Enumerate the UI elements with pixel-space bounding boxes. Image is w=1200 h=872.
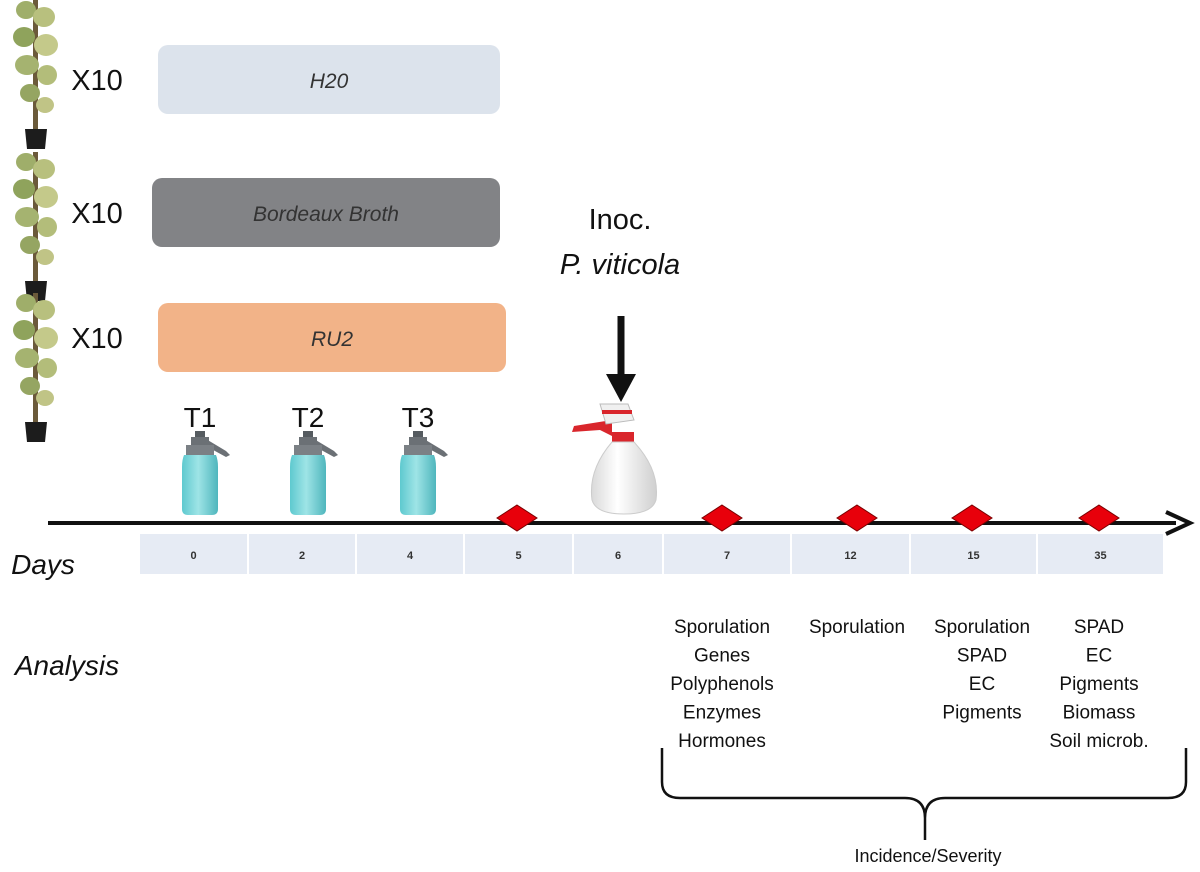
- analysis-item: Polyphenols: [670, 674, 774, 695]
- replicate-count: X10: [71, 65, 123, 97]
- analysis-item: SPAD: [957, 646, 1007, 667]
- analysis-item: Sporulation: [674, 617, 770, 638]
- day-tick-label: 4: [407, 550, 414, 562]
- day-tick-label: 7: [724, 550, 730, 562]
- day-cell: [792, 534, 909, 574]
- analysis-item: Pigments: [942, 703, 1021, 724]
- sampling-marker: [836, 504, 878, 532]
- day-tick-label: 12: [844, 550, 856, 562]
- day-cell: [249, 534, 355, 574]
- treatment-bar: [158, 303, 506, 372]
- day-cell: [574, 534, 662, 574]
- bracket-label: Incidence/Severity: [854, 846, 1001, 866]
- analysis-item: Hormones: [678, 731, 766, 752]
- day-cell: [357, 534, 463, 574]
- days-axis-label: Days: [11, 549, 75, 580]
- inoculation-label: Inoc.: [589, 204, 652, 236]
- analysis-item: EC: [1086, 646, 1112, 667]
- grapevine-plant-icon: [13, 152, 58, 301]
- day-cell: [664, 534, 790, 574]
- day-tick-label: 5: [515, 550, 521, 562]
- analysis-item: Sporulation: [809, 617, 905, 638]
- analysis-item: Soil microb.: [1049, 731, 1148, 752]
- sampling-marker: [496, 504, 538, 532]
- treatment-label: RU2: [311, 328, 353, 351]
- treatment-bar: [152, 178, 500, 247]
- treatment-label: Bordeaux Broth: [253, 203, 399, 226]
- grapevine-plant-icon: [13, 0, 58, 149]
- day-cell: [911, 534, 1036, 574]
- trigger-sprayer-icon: [572, 403, 658, 515]
- replicate-count: X10: [71, 198, 123, 230]
- spray-timepoint-label: T3: [402, 402, 435, 433]
- day-tick-label: 2: [299, 550, 305, 562]
- day-tick-label: 15: [967, 550, 979, 562]
- day-tick-label: 0: [190, 550, 196, 562]
- sampling-marker: [1078, 504, 1120, 532]
- day-cell: [1038, 534, 1163, 574]
- spray-timepoint-label: T2: [292, 402, 325, 433]
- analysis-item: EC: [969, 674, 995, 695]
- analysis-item: SPAD: [1074, 617, 1124, 638]
- analysis-label: Analysis: [13, 650, 119, 681]
- treatment-bar: [158, 45, 500, 114]
- day-cell: [140, 534, 247, 574]
- analysis-item: Sporulation: [934, 617, 1030, 638]
- sampling-marker: [701, 504, 743, 532]
- inoculation-arrow-head: [606, 374, 636, 402]
- spray-timepoint-label: T1: [184, 402, 217, 433]
- pressure-sprayer-icon: [400, 431, 448, 515]
- analysis-bracket: [660, 748, 1188, 840]
- replicate-count: X10: [71, 323, 123, 355]
- day-cell: [465, 534, 572, 574]
- day-tick-label: 35: [1094, 550, 1106, 562]
- analysis-item: Enzymes: [683, 703, 761, 724]
- analysis-item: Biomass: [1063, 703, 1136, 724]
- timeline-arrow-head: [1165, 510, 1195, 536]
- sampling-marker: [951, 504, 993, 532]
- pathogen-name: P. viticola: [560, 249, 680, 281]
- day-tick-label: 6: [615, 550, 621, 562]
- analysis-item: Genes: [694, 646, 750, 667]
- analysis-item: Pigments: [1059, 674, 1138, 695]
- treatment-label: H20: [310, 70, 349, 93]
- grapevine-plant-icon: [13, 293, 58, 442]
- diagram-structure: [13, 0, 1195, 840]
- pressure-sprayer-icon: [290, 431, 338, 515]
- pressure-sprayer-icon: [182, 431, 230, 515]
